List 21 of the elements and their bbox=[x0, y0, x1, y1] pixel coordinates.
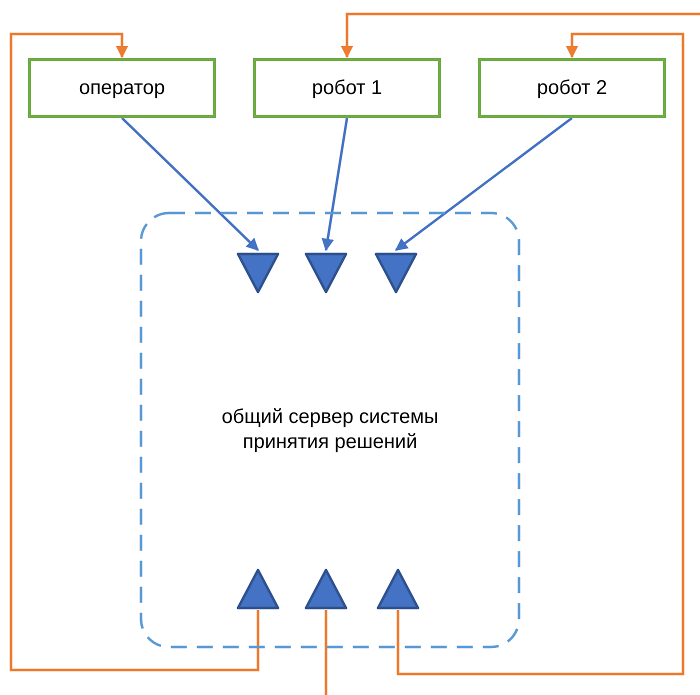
node-label: робот 1 bbox=[312, 76, 382, 100]
process-box bbox=[478, 58, 666, 118]
arrow bbox=[10, 32, 260, 672]
server-area bbox=[140, 212, 520, 648]
arrow bbox=[395, 117, 573, 251]
connector-line bbox=[324, 610, 328, 695]
arrow bbox=[322, 118, 348, 252]
arrow bbox=[121, 117, 259, 251]
node-label: оператор bbox=[78, 76, 166, 100]
process-box bbox=[28, 58, 216, 118]
triangle-marker bbox=[376, 568, 420, 610]
triangle-marker bbox=[374, 252, 418, 294]
process-box bbox=[253, 58, 441, 118]
triangle-marker bbox=[304, 568, 348, 610]
arrow bbox=[396, 32, 684, 676]
arrow bbox=[340, 12, 700, 58]
node-label: общий сервер системы принятия решений bbox=[220, 405, 440, 455]
triangle-marker bbox=[236, 568, 280, 610]
triangle-marker bbox=[304, 252, 348, 294]
triangle-marker bbox=[236, 252, 280, 294]
node-label: робот 2 bbox=[536, 76, 608, 100]
